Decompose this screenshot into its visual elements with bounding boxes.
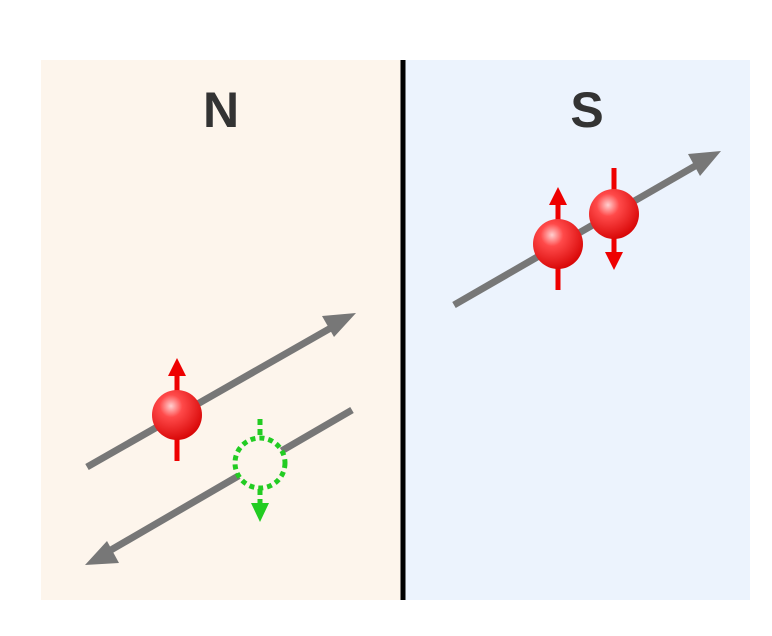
reflected-trajectory-arrow (85, 406, 354, 565)
spin-up-arrow-icon (168, 358, 186, 376)
superconductor-region (403, 60, 750, 600)
cooper-pair-electron-up (533, 187, 583, 290)
incident-trajectory-arrow (85, 313, 356, 471)
reflected-hole (232, 419, 288, 522)
spin-down-arrow-icon (605, 252, 623, 270)
spin-down-arrow-icon (251, 503, 269, 522)
incident-electron (152, 358, 202, 461)
normal-metal-region (41, 60, 403, 600)
superconductor-label: S (570, 82, 603, 138)
normal-metal-label: N (203, 82, 239, 138)
spin-up-arrow-icon (549, 187, 567, 205)
cooper-pair-electron-down (589, 168, 639, 270)
